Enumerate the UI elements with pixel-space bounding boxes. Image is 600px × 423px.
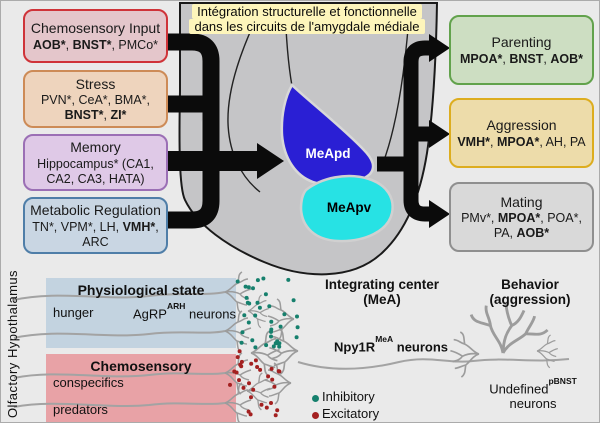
- box-regions: VMH*, MPOA*, AH, PA: [457, 134, 586, 149]
- hunger-label: hunger: [53, 305, 94, 320]
- legend-item-excitatory: Excitatory: [312, 406, 379, 421]
- chemosensory-heading: Chemosensory: [90, 358, 192, 374]
- box-title: Memory: [70, 139, 121, 156]
- behavior-heading: Behavior (aggression): [489, 277, 571, 307]
- inhibitory-dots: [235, 276, 300, 350]
- agrp-neurons-label: AgRPARH neurons: [133, 301, 236, 322]
- excitatory-dot-icon: [312, 412, 319, 419]
- box-title: Chemosensory Input: [30, 20, 161, 37]
- inhibitory-dot-icon: [312, 395, 319, 402]
- legend-excitatory-label: Excitatory: [322, 406, 380, 421]
- box-title: Aggression: [486, 117, 557, 134]
- input-box-memory: Memory Hippocampus* (CA1, CA2, CA3, HATA…: [23, 134, 168, 191]
- box-title: Mating: [500, 193, 543, 210]
- box-regions: Hippocampus* (CA1, CA2, CA3, HATA): [37, 156, 154, 186]
- output-arrows: [377, 40, 431, 222]
- figure-title: Intégration structurelle et fonctionnell…: [151, 4, 463, 34]
- hypothalamus-label: Hypothalamus: [5, 270, 20, 358]
- input-box-metabolic: Metabolic Regulation TN*, VPM*, LH, VMH*…: [23, 197, 168, 254]
- figure-title-line2: dans les circuits de l'amygdale médiale: [189, 19, 425, 34]
- meapv-label: MeApv: [326, 200, 372, 215]
- box-regions: MPOA*, BNST, AOB*: [460, 51, 583, 66]
- box-title: Metabolic Regulation: [30, 202, 161, 219]
- excitatory-dots: [228, 349, 282, 418]
- box-regions: PVN*, CeA*, BMA*, BNST*, ZI*: [40, 93, 151, 123]
- figure-title-line1: Intégration structurelle et fonctionnell…: [192, 4, 422, 19]
- box-title: Parenting: [491, 34, 552, 51]
- box-regions: AOB*, BNST*, PMCo*: [32, 37, 159, 52]
- input-box-chemosensory: Chemosensory Input AOB*, BNST*, PMCo*: [23, 9, 168, 63]
- undefined-neurons-label: UndefinedpBNST neurons: [489, 376, 577, 412]
- olfactory-label: Olfactory: [5, 362, 20, 418]
- input-box-stress: Stress PVN*, CeA*, BMA*, BNST*, ZI*: [23, 70, 168, 128]
- meapd-label: MeApd: [305, 146, 351, 161]
- meapd-region: [280, 82, 375, 186]
- conspecifics-label: conspecifics: [53, 375, 124, 390]
- brain-light-band: [201, 119, 217, 203]
- chemosensory-panel: [46, 354, 236, 422]
- output-box-mating: Mating PMv*, MPOA*, POA*, PA, AOB*: [449, 182, 594, 252]
- input-arrows: [151, 33, 259, 229]
- output-box-parenting: Parenting MPOA*, BNST, AOB*: [449, 15, 594, 85]
- legend-inhibitory-label: Inhibitory: [322, 389, 375, 404]
- brain-outline: [178, 1, 439, 276]
- output-arrowheads: [429, 34, 450, 228]
- box-regions: PMv*, MPOA*, POA*, PA, AOB*: [461, 211, 582, 241]
- output-box-aggression: Aggression VMH*, MPOA*, AH, PA: [449, 98, 594, 168]
- input-arrowhead: [257, 143, 284, 179]
- box-regions: TN*, VPM*, LH, VMH*, ARC: [32, 219, 159, 249]
- predators-label: predators: [53, 402, 108, 417]
- legend-item-inhibitory: Inhibitory: [312, 389, 375, 404]
- physiological-state-heading: Physiological state: [77, 282, 205, 298]
- box-title: Stress: [75, 75, 116, 92]
- integrating-center-heading: Integrating center (MeA): [324, 277, 440, 307]
- npy1r-neurons-label: Npy1RMeA neurons: [334, 334, 449, 355]
